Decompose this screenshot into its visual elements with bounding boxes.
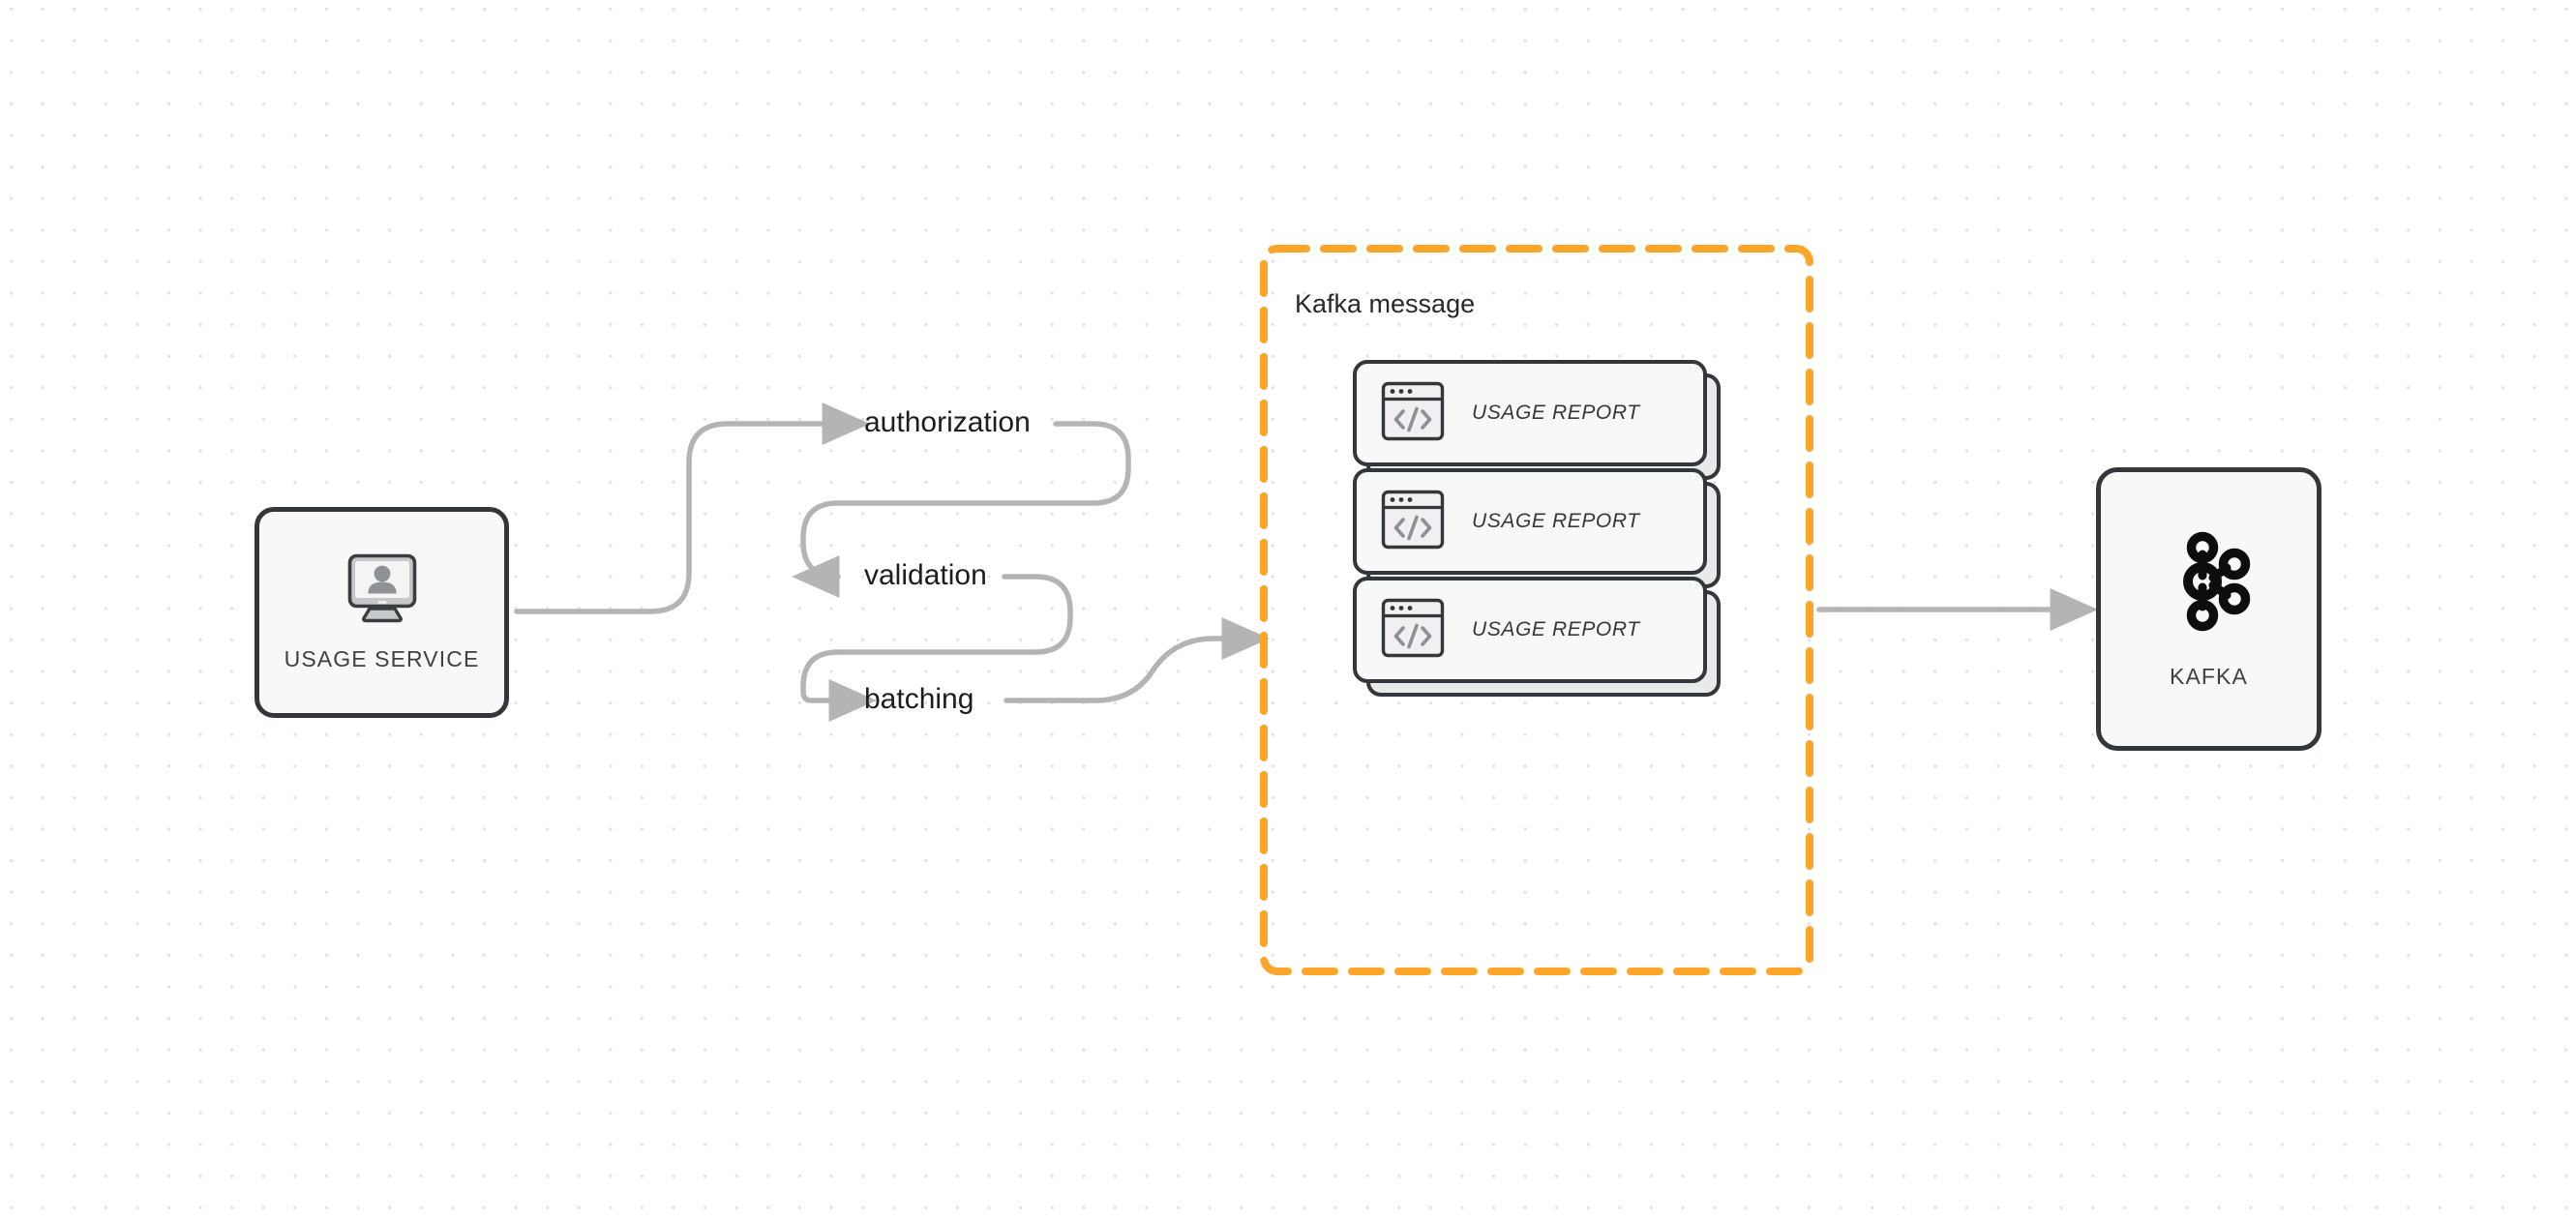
connector-validation-to-batching (800, 574, 1073, 722)
node-kafka-label: KAFKA (2170, 663, 2248, 689)
card-front-face: USAGE REPORT (1353, 360, 1707, 466)
card-front-face: USAGE REPORT (1353, 468, 1707, 575)
step-label-batching[interactable]: batching (864, 683, 974, 715)
usage-report-card[interactable]: USAGE REPORT (1353, 577, 1721, 697)
code-window-icon (1381, 490, 1445, 554)
card-front-face: USAGE REPORT (1353, 577, 1707, 683)
monitor-user-icon (344, 552, 420, 629)
group-dashed-border (1260, 245, 1813, 975)
node-usage-service[interactable]: USAGE SERVICE (255, 507, 509, 718)
group-kafka-message: Kafka message (1260, 245, 1813, 975)
usage-report-card-label: USAGE REPORT (1472, 510, 1640, 532)
usage-report-card-label: USAGE REPORT (1472, 618, 1640, 640)
step-label-authorization[interactable]: authorization (864, 406, 1031, 438)
step-label-validation[interactable]: validation (864, 559, 987, 591)
node-usage-service-label: USAGE SERVICE (284, 646, 480, 671)
kafka-logo-icon (2167, 529, 2252, 639)
code-window-icon (1381, 598, 1445, 663)
connector-batching-to-kafka-message (1003, 617, 1270, 703)
group-kafka-message-title: Kafka message (1295, 289, 1476, 318)
usage-report-card-label: USAGE REPORT (1472, 402, 1640, 424)
usage-report-card[interactable]: USAGE REPORT (1353, 360, 1721, 480)
connector-authorization-to-validation (792, 421, 1131, 598)
node-kafka[interactable]: KAFKA (2096, 467, 2321, 751)
connector-usage-service-to-authorization (514, 402, 870, 614)
usage-report-card[interactable]: USAGE REPORT (1353, 468, 1721, 588)
code-window-icon (1381, 381, 1445, 446)
